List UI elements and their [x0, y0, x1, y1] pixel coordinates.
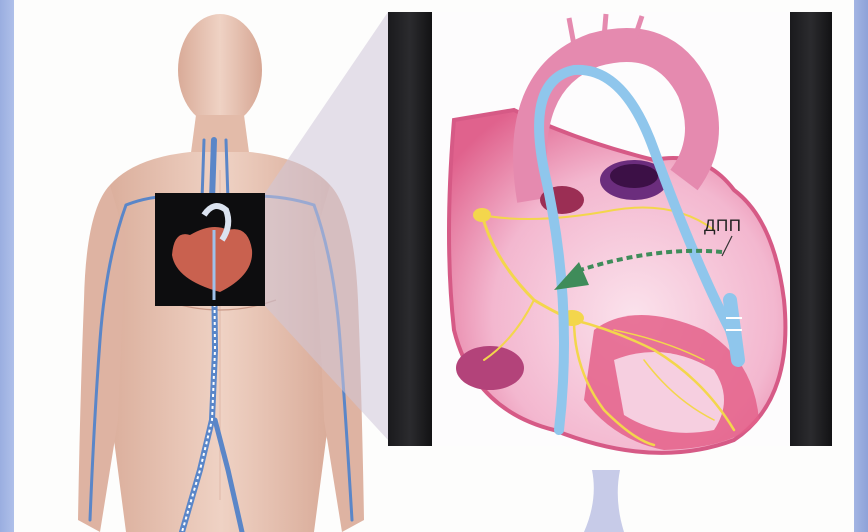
- sinoatrial-node: [473, 208, 491, 222]
- illustration-frame: ДПП: [14, 0, 854, 532]
- dark-panel-right: [790, 12, 832, 446]
- cardiac-catheter-illustration: ДПП: [14, 0, 854, 532]
- dark-panel-left: [388, 12, 432, 446]
- accessory-pathway-label: ДПП: [704, 216, 741, 235]
